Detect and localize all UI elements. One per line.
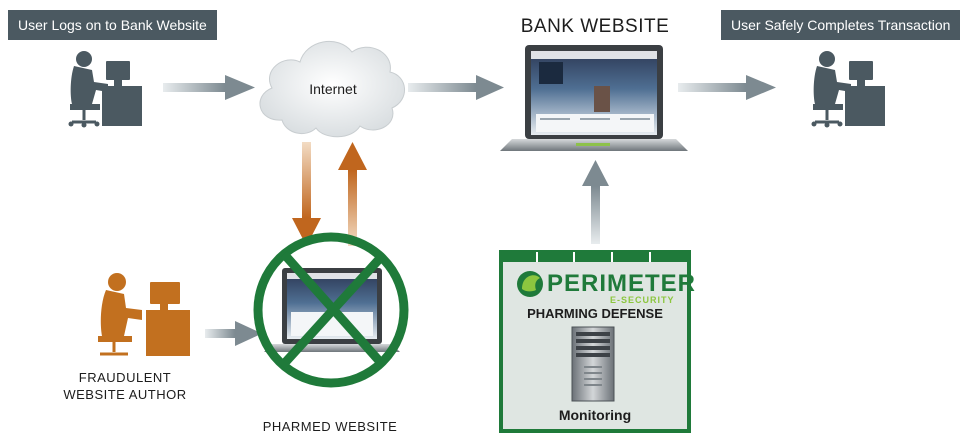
arrow-internet-to-bank: [408, 75, 504, 100]
laptop-icon: [500, 45, 688, 151]
arrow-bank-to-user: [678, 75, 776, 100]
server-icon: [571, 326, 615, 402]
orange-arrow-up: [338, 142, 367, 246]
cloud-icon: [259, 41, 405, 138]
monitoring-label: Monitoring: [558, 407, 632, 423]
pharming-defense-label: PHARMING DEFENSE: [527, 306, 663, 321]
bank-website-title: BANK WEBSITE: [520, 16, 670, 37]
arrow-user-to-internet: [163, 75, 255, 100]
user-logs-on-label: User Logs on to Bank Website: [8, 10, 217, 40]
user-safely-completes-label: User Safely Completes Transaction: [721, 10, 961, 40]
pharmed-website-label: PHARMED WEBSITE: [262, 419, 398, 434]
arrow-monitoring-to-bank: [582, 160, 609, 244]
perimeter-logo-icon: [517, 271, 543, 297]
perimeter-brand-name: PERIMETER: [547, 270, 697, 297]
prohibited-icon: [253, 232, 409, 388]
user-at-computer-icon: [811, 51, 885, 128]
fraudulent-author-label: FRAUDULENT WEBSITE AUTHOR: [63, 370, 187, 402]
user-at-computer-icon: [68, 51, 142, 128]
orange-arrow-down: [292, 142, 321, 246]
arrow-fraud-to-pharmed: [205, 321, 262, 346]
perimeter-brand-sub: E-SECURITY: [610, 295, 675, 305]
fraud-author-at-computer-icon: [98, 273, 190, 356]
internet-label: Internet: [309, 81, 357, 97]
